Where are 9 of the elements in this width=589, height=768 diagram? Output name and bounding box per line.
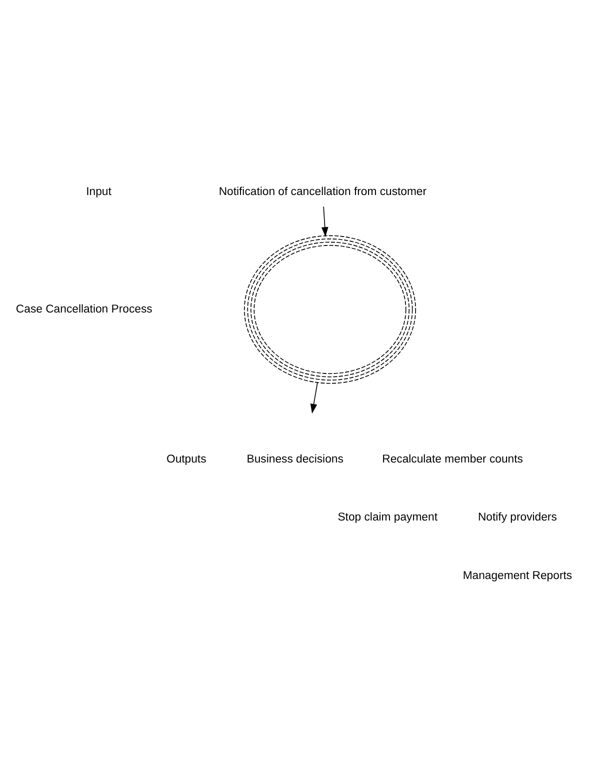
label: Notify providers xyxy=(478,512,557,524)
label: Stop claim payment xyxy=(338,512,438,524)
label: Business decisions xyxy=(246,453,344,466)
label: Outputs xyxy=(166,453,206,466)
label: Case Cancellation Process xyxy=(16,304,152,316)
label: Input xyxy=(86,186,112,198)
node-text: Notification of cancellation from customer xyxy=(218,186,427,198)
label: Management Reports xyxy=(462,570,572,582)
label: Recalculate member counts xyxy=(382,453,523,466)
